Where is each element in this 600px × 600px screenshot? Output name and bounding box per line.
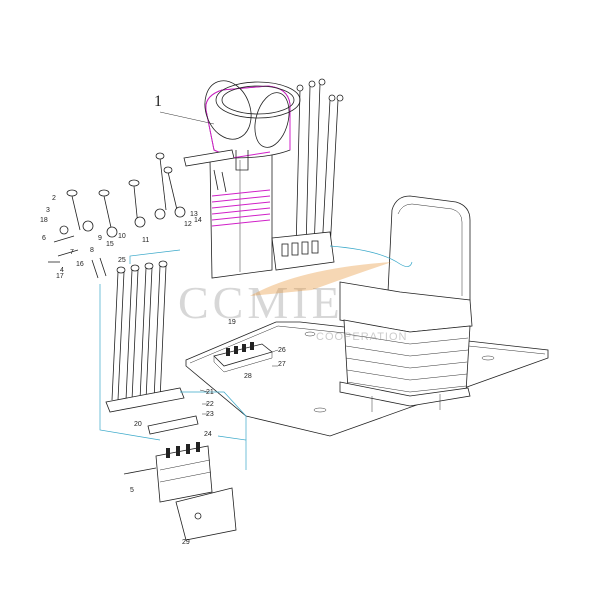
callout-20: 20	[134, 421, 142, 428]
left-lever-parts	[48, 152, 186, 279]
callout-21: 21	[206, 389, 214, 396]
callout-labels: 1 2 3 18 6 11 12 13 14 15 16 17 19 20 21…	[40, 93, 286, 546]
callout-24: 24	[204, 431, 212, 438]
callout-12: 12	[184, 221, 192, 228]
callout-16: 16	[76, 261, 84, 268]
callout-25: 25	[118, 257, 126, 264]
watermark-subtext: COOPERATION	[316, 331, 407, 343]
steering-column	[183, 80, 301, 279]
callout-27: 27	[278, 361, 286, 368]
callout-23: 23	[206, 411, 214, 418]
callout-7: 7	[70, 249, 74, 256]
callout-13: 13	[190, 211, 198, 218]
linkage-rods	[99, 249, 247, 441]
callout-9: 9	[98, 235, 102, 242]
callout-10: 10	[118, 233, 126, 240]
callout-6: 6	[42, 235, 46, 242]
callout-28: 28	[244, 373, 252, 380]
callout-29: 29	[182, 539, 190, 546]
callout-22: 22	[206, 401, 214, 408]
callout-3: 3	[46, 207, 50, 214]
lower-valve-assembly	[123, 435, 247, 541]
callout-11: 11	[142, 237, 149, 244]
callout-18: 18	[40, 217, 48, 224]
callout-8: 8	[90, 247, 94, 254]
callout-14: 14	[194, 217, 202, 224]
callout-15: 15	[106, 241, 114, 248]
callout-17: 17	[56, 273, 64, 280]
watermark-text: CCMIE	[178, 277, 344, 328]
callout-1: 1	[154, 93, 162, 110]
leader-lines	[159, 111, 279, 415]
watermark: CCMIE COOPERATION	[178, 262, 407, 343]
callout-2: 2	[52, 195, 56, 202]
callout-5: 5	[130, 487, 134, 494]
operator-seat	[339, 195, 473, 412]
callout-19: 19	[228, 319, 236, 326]
lever-bank	[271, 78, 413, 271]
callout-26: 26	[278, 347, 286, 354]
callout-4: 4	[60, 267, 64, 274]
floor-valve-block	[213, 342, 273, 373]
